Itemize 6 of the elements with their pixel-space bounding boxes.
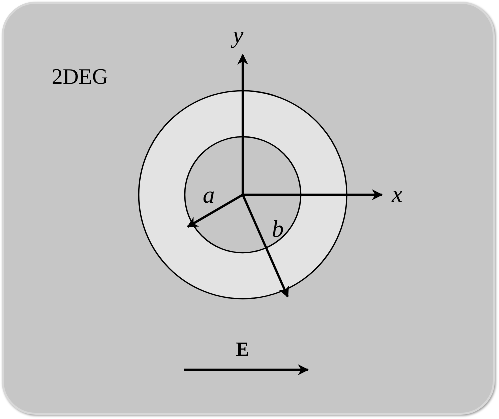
axis-label: y [233,24,244,48]
region-label: 2DEG [52,66,108,88]
radius-label: a [203,184,215,208]
axis-label: x [392,183,403,207]
radius-label: b [272,218,284,242]
field-label: E [236,340,250,360]
